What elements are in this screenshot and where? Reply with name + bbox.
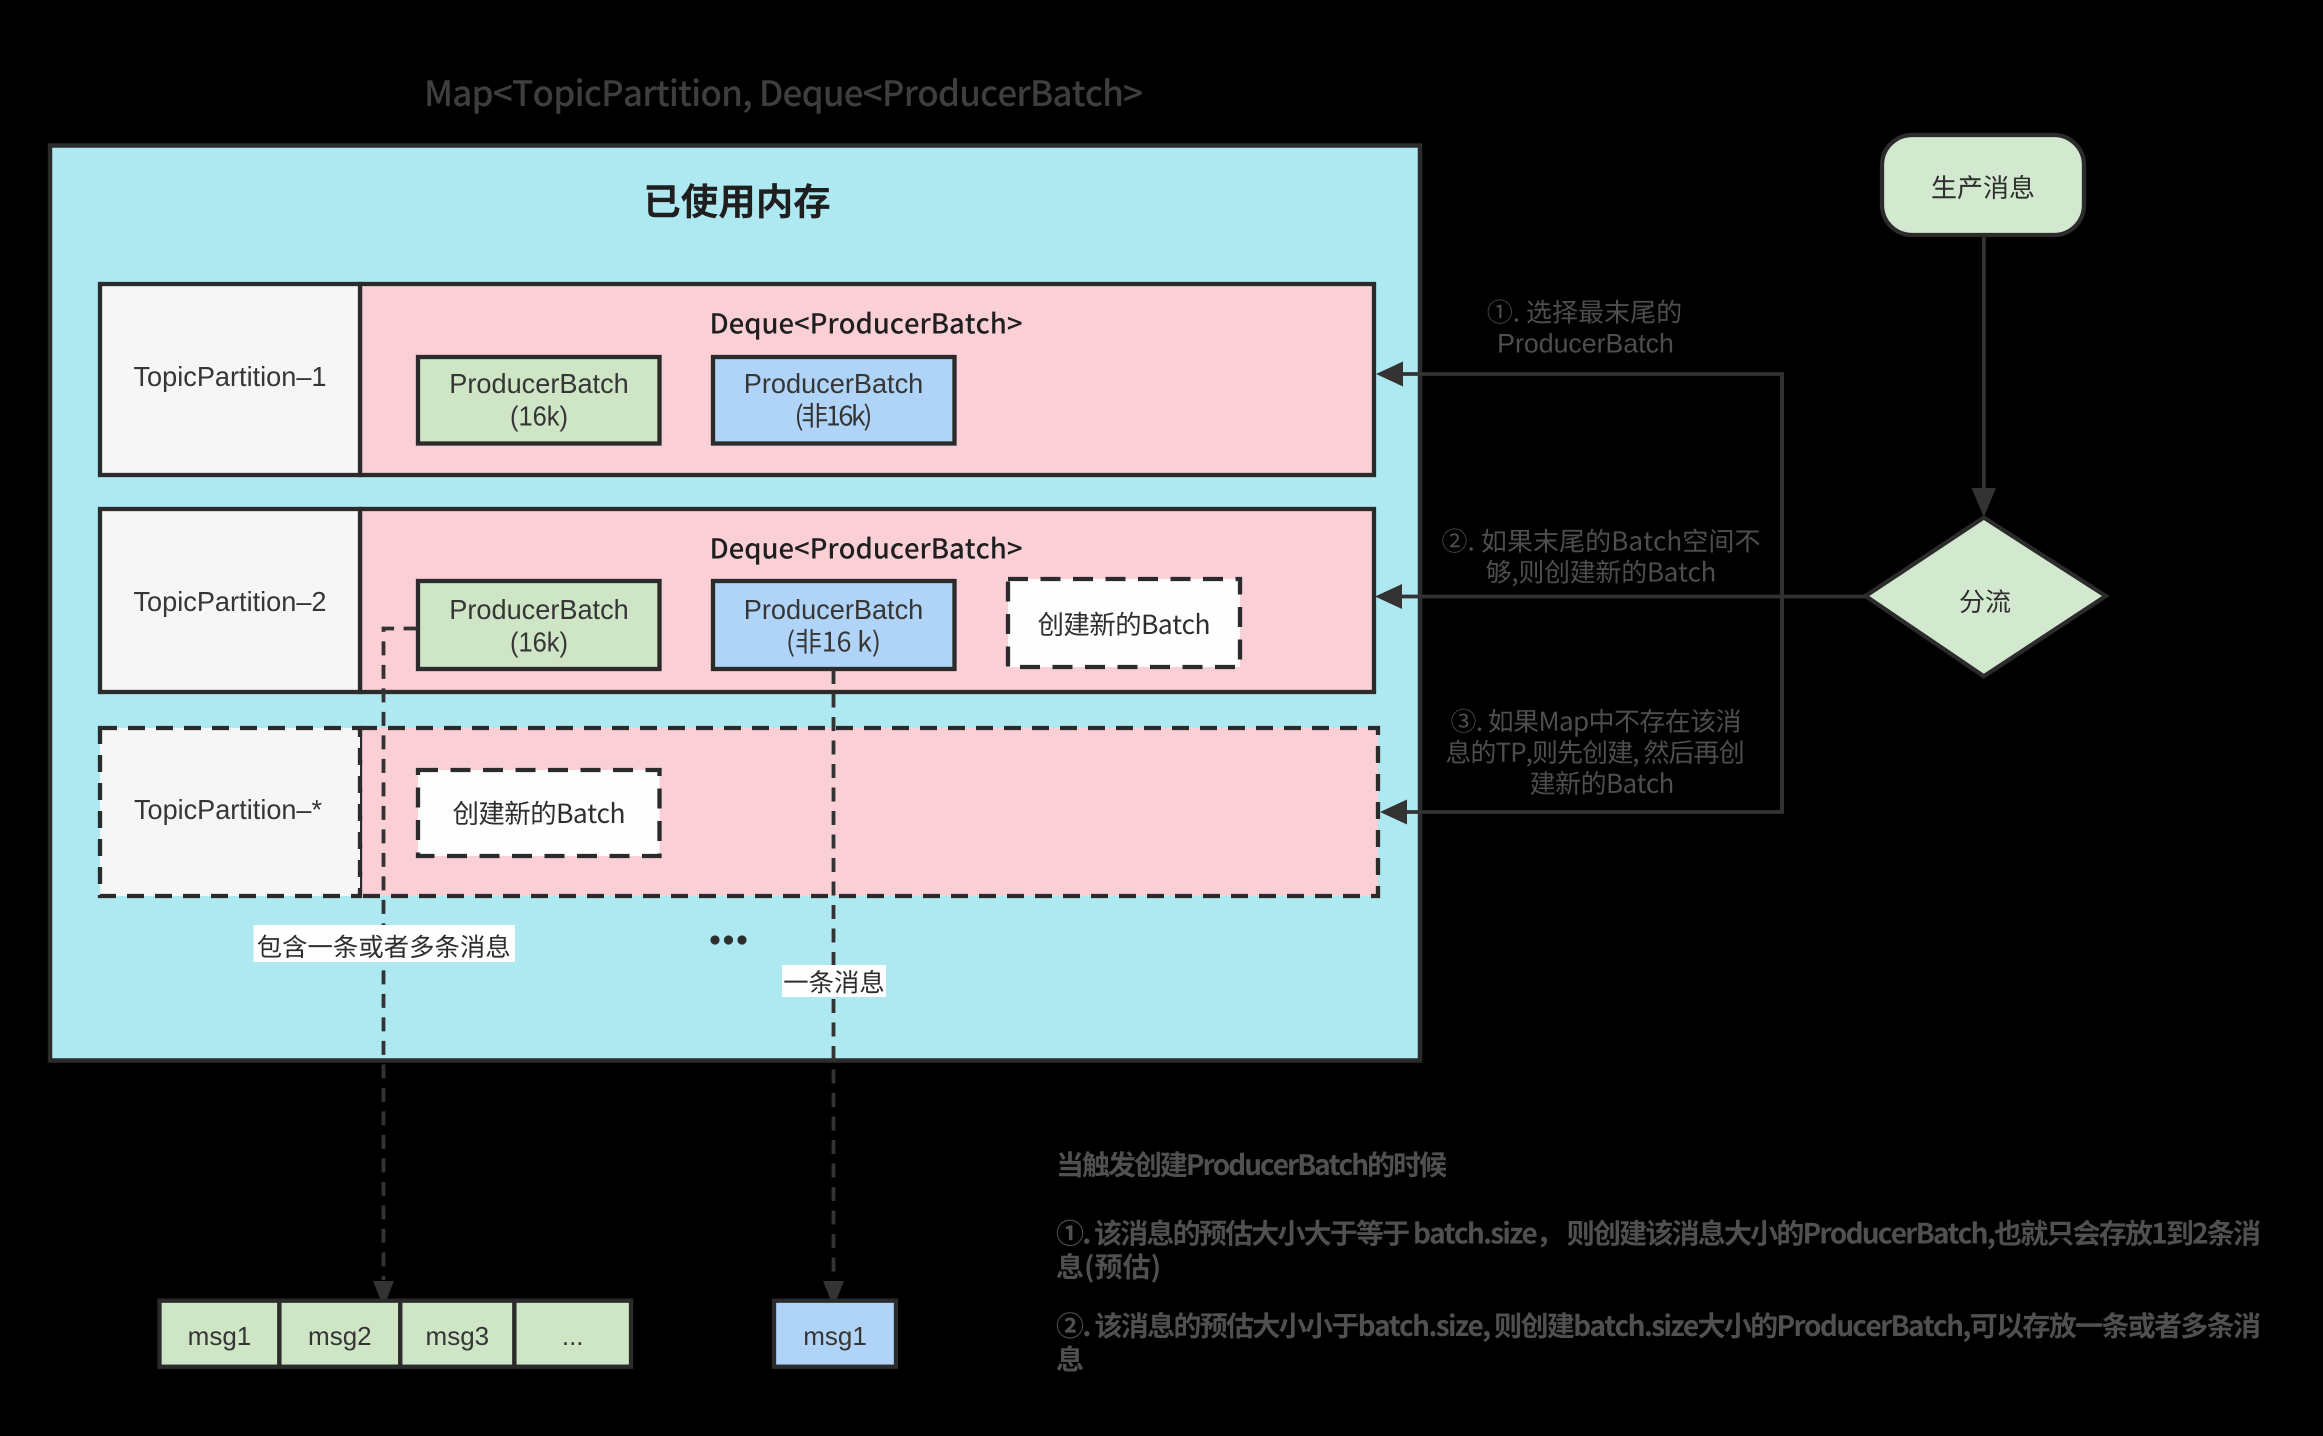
svg-text:TopicPartition–2: TopicPartition–2 (134, 586, 327, 617)
svg-text:ProducerBatch: ProducerBatch (449, 594, 629, 625)
svg-text:...: ... (562, 1321, 584, 1351)
svg-text:msg1: msg1 (803, 1321, 867, 1351)
svg-text:(16k): (16k) (510, 401, 568, 432)
svg-text:(16k): (16k) (510, 627, 568, 658)
svg-text:msg3: msg3 (426, 1321, 490, 1351)
svg-text:msg2: msg2 (308, 1321, 372, 1351)
svg-text:ProducerBatch: ProducerBatch (1497, 329, 1674, 359)
svg-text:ProducerBatch: ProducerBatch (449, 368, 629, 399)
svg-text:msg1: msg1 (188, 1321, 252, 1351)
svg-text:ProducerBatch: ProducerBatch (744, 368, 924, 399)
svg-text:TopicPartition–1: TopicPartition–1 (134, 361, 327, 392)
svg-text:ProducerBatch: ProducerBatch (744, 594, 924, 625)
svg-text:TopicPartition–*: TopicPartition–* (134, 794, 322, 825)
